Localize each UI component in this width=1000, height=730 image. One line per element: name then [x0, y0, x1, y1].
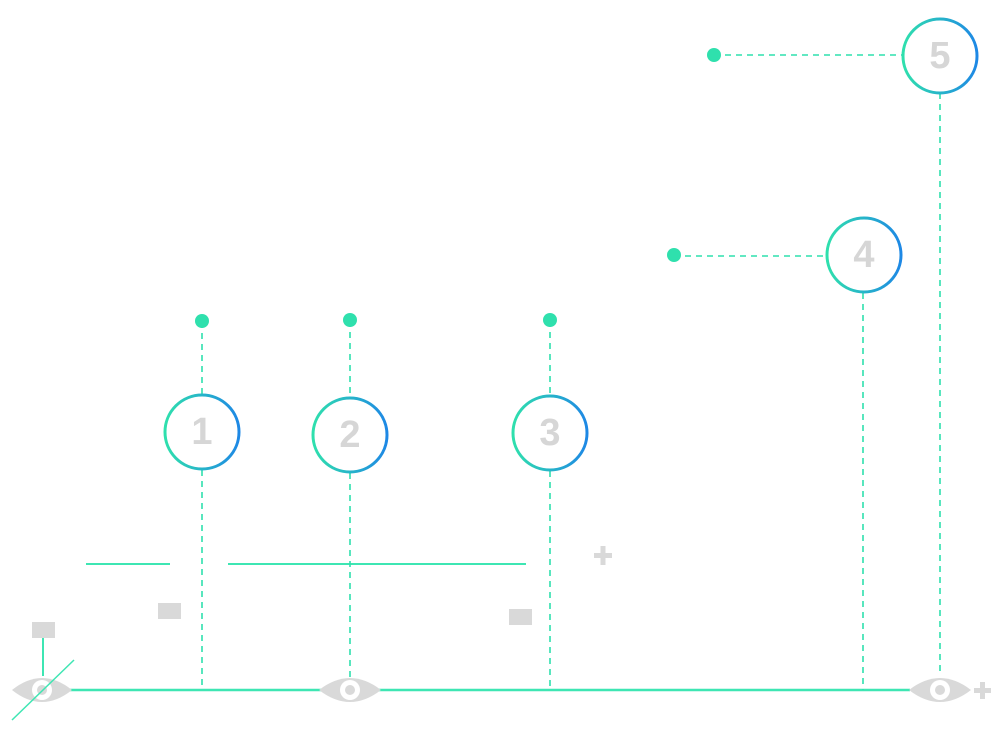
plus-icon: [594, 546, 612, 565]
dot-5: [707, 48, 721, 62]
node-label: 2: [339, 414, 360, 456]
node-ring: [825, 216, 903, 294]
node-label: 4: [853, 234, 874, 276]
minus-icon: [158, 603, 181, 619]
minus-icon: [509, 609, 532, 625]
eye-crossed-icon: [11, 659, 75, 721]
dot-4: [667, 248, 681, 262]
node-1: 1: [163, 393, 241, 471]
node-ring: [311, 396, 389, 474]
node-ring: [163, 393, 241, 471]
dot-3: [543, 313, 557, 327]
node-label: 1: [191, 411, 212, 453]
node-label: 5: [929, 35, 950, 77]
node-label: 3: [539, 412, 560, 454]
eye-icon: [319, 678, 381, 702]
node-ring: [511, 394, 589, 472]
node-2: 2: [311, 396, 389, 474]
node-4: 4: [825, 216, 903, 294]
dot-1: [195, 314, 209, 328]
node-5: 5: [901, 17, 979, 95]
node-3: 3: [511, 394, 589, 472]
minus-icon: [32, 622, 55, 638]
dot-2: [343, 313, 357, 327]
node-ring: [901, 17, 979, 95]
eye-plus-icon: [909, 678, 991, 702]
